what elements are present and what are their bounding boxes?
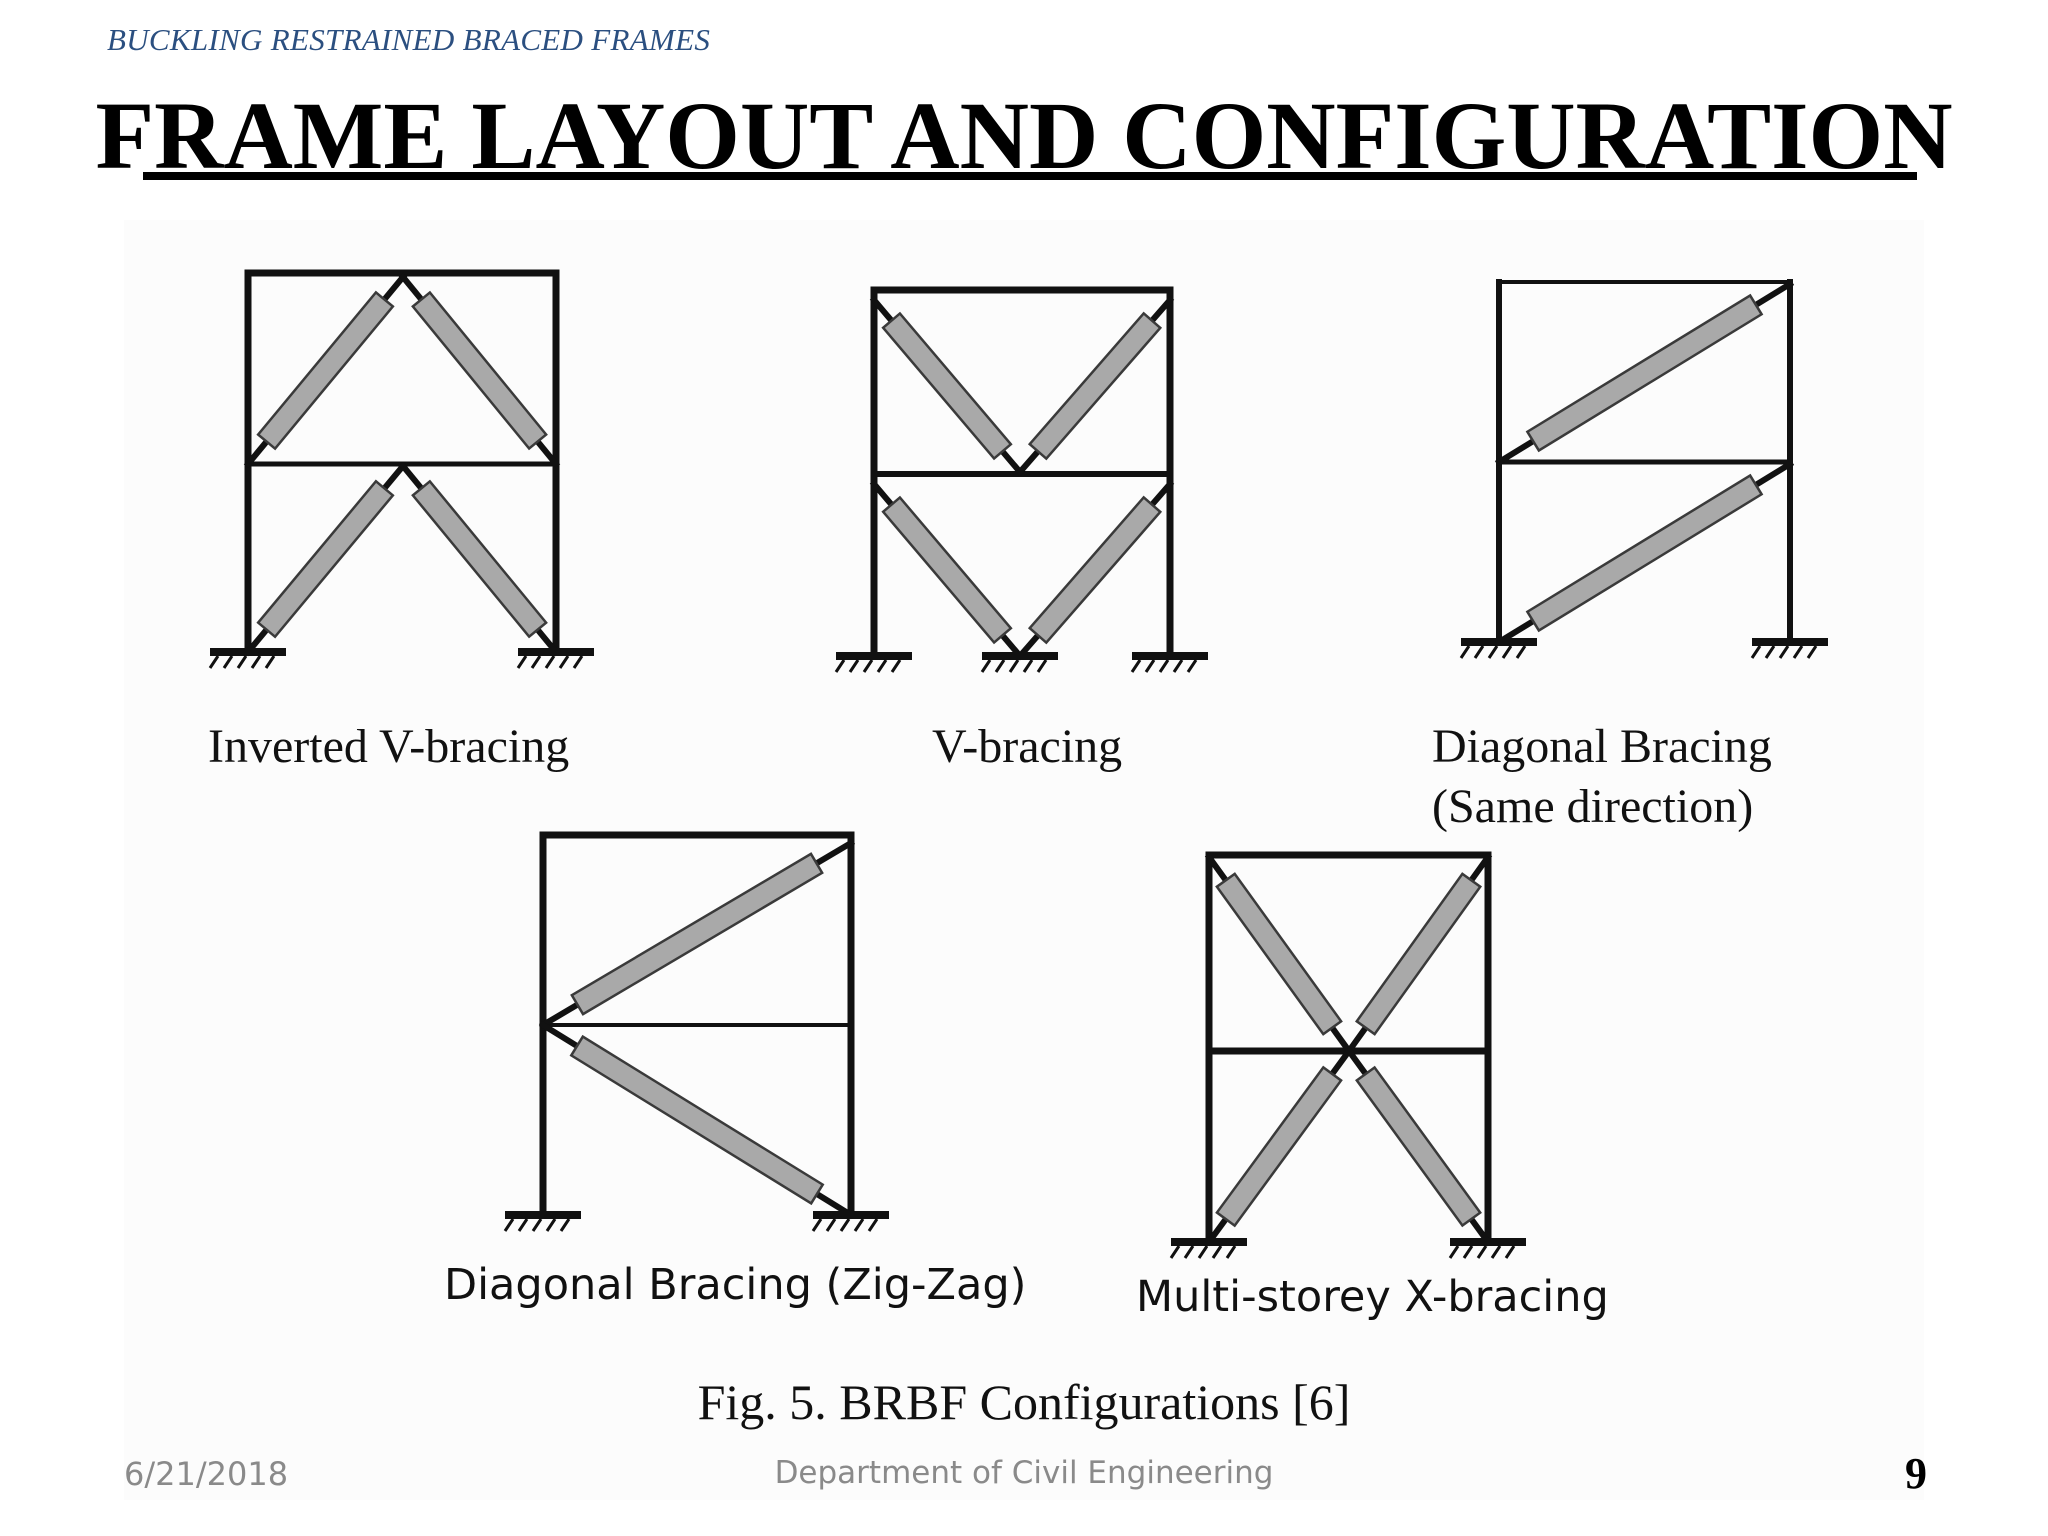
support-hatch (862, 659, 874, 673)
footer-department: Department of Civil Engineering (774, 1455, 1274, 1491)
figure-caption: Fig. 5. BRBF Configurations [6] (697, 1374, 1351, 1430)
buckling-restrained-brace (1355, 1065, 1482, 1228)
support-hatch (1750, 645, 1762, 659)
support-hatch (825, 1218, 837, 1232)
support-hatch (853, 1218, 865, 1232)
support-hatch (222, 655, 234, 669)
support-hatch (1778, 645, 1790, 659)
support-hatch (1459, 645, 1471, 659)
support-hatch (558, 655, 570, 669)
support-hatch (1225, 1245, 1237, 1259)
caption-zigzag: Diagonal Bracing (Zig-Zag) (444, 1260, 1027, 1310)
support-hatch (250, 655, 262, 669)
support-hatch (890, 659, 902, 673)
slide-title: FRAME LAYOUT AND CONFIGURATION (95, 82, 1953, 189)
section-header: BUCKLING RESTRAINED BRACED FRAMES (107, 22, 711, 57)
caption-diagonal-same: Diagonal Bracing (1432, 720, 1772, 773)
support-hatch (1144, 659, 1156, 673)
support-hatch (1501, 645, 1513, 659)
buckling-restrained-brace (881, 311, 1013, 461)
buckling-restrained-brace (256, 479, 395, 639)
buckling-restrained-brace (881, 495, 1013, 645)
support-hatch (994, 659, 1006, 673)
caption-inverted-v: Inverted V-bracing (208, 720, 570, 773)
multi-storey-x-bracing-diagram (1169, 851, 1526, 1259)
support-hatch (811, 1218, 823, 1232)
support-hatch (876, 659, 888, 673)
support-hatch (517, 1218, 529, 1232)
caption-x: Multi-storey X-bracing (1136, 1272, 1609, 1322)
support-hatch (1792, 645, 1804, 659)
diagonal-same-direction-diagram (1459, 279, 1828, 659)
support-hatch (1169, 1245, 1181, 1259)
buckling-restrained-brace (569, 1034, 825, 1206)
support-hatch (1504, 1245, 1516, 1259)
support-hatch (531, 1218, 543, 1232)
support-hatch (503, 1218, 515, 1232)
support-hatch (1197, 1245, 1209, 1259)
buckling-restrained-brace (1215, 872, 1343, 1036)
caption-diagonal-same-line2: (Same direction) (1432, 780, 1754, 833)
support-hatch (848, 659, 860, 673)
support-hatch (559, 1218, 571, 1232)
support-hatch (516, 655, 528, 669)
buckling-restrained-brace (411, 479, 548, 639)
support-hatch (1008, 659, 1020, 673)
support-hatch (1490, 1245, 1502, 1259)
support-hatch (839, 1218, 851, 1232)
support-hatch (1764, 645, 1776, 659)
support-hatch (1130, 659, 1142, 673)
support-hatch (1473, 645, 1485, 659)
buckling-restrained-brace (1215, 1065, 1343, 1228)
support-hatch (834, 659, 846, 673)
support-hatch (208, 655, 220, 669)
support-hatch (1448, 1245, 1460, 1259)
support-hatch (1806, 645, 1818, 659)
support-hatch (1172, 659, 1184, 673)
inverted-v-bracing-diagram (208, 269, 594, 669)
buckling-restrained-brace (1027, 495, 1163, 645)
support-hatch (1158, 659, 1170, 673)
support-hatch (1515, 645, 1527, 659)
support-hatch (980, 659, 992, 673)
buckling-restrained-brace (1525, 473, 1764, 633)
support-hatch (264, 655, 276, 669)
support-hatch (530, 655, 542, 669)
support-hatch (867, 1218, 879, 1232)
buckling-restrained-brace (256, 290, 395, 451)
buckling-restrained-brace (1027, 311, 1163, 461)
support-hatch (572, 655, 584, 669)
buckling-restrained-brace (570, 852, 824, 1016)
title-underline (143, 172, 1917, 180)
page-number: 9 (1905, 1449, 1927, 1498)
support-hatch (1183, 1245, 1195, 1259)
buckling-restrained-brace (1525, 293, 1764, 453)
support-hatch (1036, 659, 1048, 673)
support-hatch (1211, 1245, 1223, 1259)
diagonal-zigzag-diagram (503, 831, 889, 1232)
footer-date: 6/21/2018 (124, 1455, 289, 1493)
support-hatch (1487, 645, 1499, 659)
support-hatch (545, 1218, 557, 1232)
support-hatch (1462, 1245, 1474, 1259)
support-hatch (236, 655, 248, 669)
support-hatch (1476, 1245, 1488, 1259)
buckling-restrained-brace (411, 290, 548, 451)
v-bracing-diagram (834, 286, 1208, 673)
buckling-restrained-brace (1354, 872, 1483, 1036)
support-hatch (1186, 659, 1198, 673)
support-hatch (1022, 659, 1034, 673)
caption-v: V-bracing (932, 720, 1123, 773)
slide-content-area (124, 220, 1924, 1500)
support-hatch (544, 655, 556, 669)
